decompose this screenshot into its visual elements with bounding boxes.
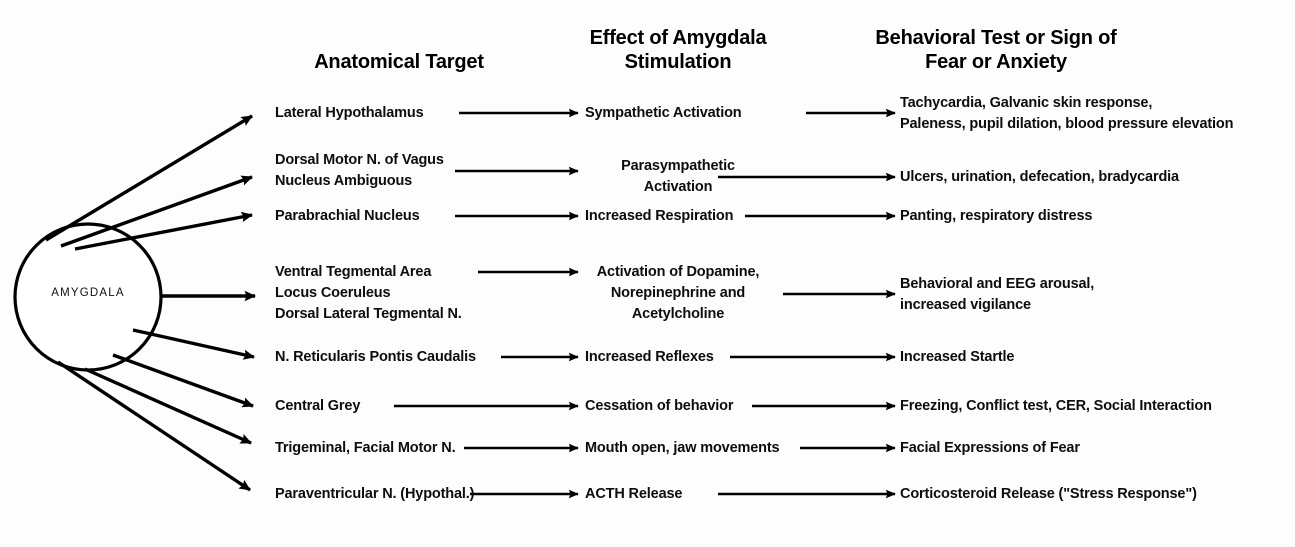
hub-arrow-1 xyxy=(45,114,253,242)
anatomical-target-6: Central Grey xyxy=(275,398,361,414)
anatomical-target-7: Trigeminal, Facial Motor N. xyxy=(275,440,456,456)
anatomical-target-3: Parabrachial Nucleus xyxy=(275,208,420,224)
amygdala-label: AMYGDALA xyxy=(51,287,125,299)
hub-arrows xyxy=(45,114,256,492)
column-header-effect-of-amygdala-stimulation: Effect of Amygdala Stimulation xyxy=(589,27,767,73)
hub-arrow-2 xyxy=(60,175,253,248)
behavior-2: Ulcers, urination, defecation, bradycard… xyxy=(900,169,1179,185)
hub-arrow-8 xyxy=(57,360,251,492)
effect-7: Mouth open, jaw movements xyxy=(585,440,780,456)
effect-2: Parasympathetic Activation xyxy=(621,158,735,195)
behavior-8: Corticosteroid Release ("Stress Response… xyxy=(900,486,1197,502)
anatomical-target-4: Ventral Tegmental Area Locus Coeruleus D… xyxy=(275,264,462,322)
anatomical-target-8: Paraventricular N. (Hypothal.) xyxy=(275,486,475,502)
target-to-effect-arrows xyxy=(394,108,579,499)
behavior-4: Behavioral and EEG arousal, increased vi… xyxy=(900,276,1095,313)
behavior-3: Panting, respiratory distress xyxy=(900,208,1093,224)
effect-3: Increased Respiration xyxy=(585,208,734,224)
behavior-5: Increased Startle xyxy=(900,349,1015,365)
effect-8: ACTH Release xyxy=(585,486,683,502)
anatomical-target-2: Dorsal Motor N. of Vagus Nucleus Ambiguo… xyxy=(275,152,444,189)
effect-6: Cessation of behavior xyxy=(585,398,734,414)
behavior-7: Facial Expressions of Fear xyxy=(900,440,1080,456)
effect-5: Increased Reflexes xyxy=(585,349,714,365)
anatomical-target-1: Lateral Hypothalamus xyxy=(275,105,424,121)
hub-arrow-6 xyxy=(112,353,254,408)
behavior-6: Freezing, Conflict test, CER, Social Int… xyxy=(900,398,1212,414)
effect-to-behavior-arrows xyxy=(718,108,896,499)
hub-arrow-7 xyxy=(84,367,252,445)
column-header-behavioral-test-or-sign: Behavioral Test or Sign of Fear or Anxie… xyxy=(875,27,1117,73)
anatomical-target-5: N. Reticularis Pontis Caudalis xyxy=(275,349,476,365)
effect-1: Sympathetic Activation xyxy=(585,105,742,121)
hub-arrow-5 xyxy=(132,328,255,360)
hub-arrow-3 xyxy=(74,211,253,251)
effect-4: Activation of Dopamine, Norepinephrine a… xyxy=(596,264,760,322)
column-header-anatomical-target: Anatomical Target xyxy=(314,51,484,73)
behavior-1: Tachycardia, Galvanic skin response, Pal… xyxy=(900,95,1234,132)
